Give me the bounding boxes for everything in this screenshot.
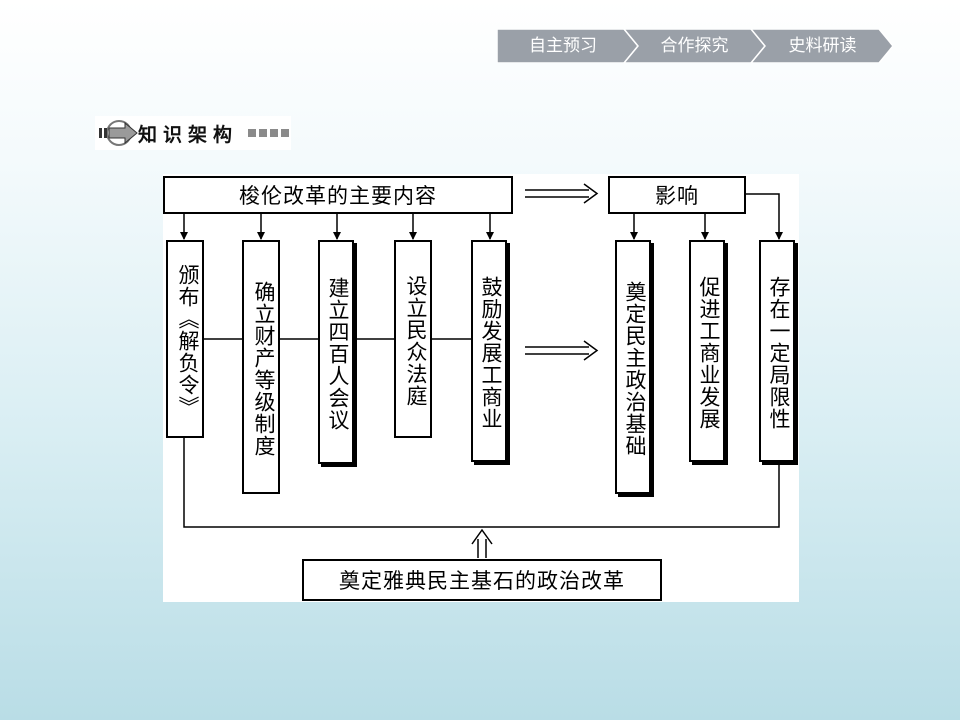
arrow-icon [99, 120, 138, 146]
content-item-council: 建立四百人会议 [318, 240, 354, 464]
conclusion-box: 奠定雅典民主基石的政治改革 [302, 559, 662, 601]
section-title: 知识架构 [138, 124, 239, 146]
diagram-connectors [180, 183, 783, 558]
tab-preview[interactable]: 自主预习 [529, 36, 597, 56]
impact-header-box: 影响 [608, 176, 746, 214]
banner-dots [248, 129, 289, 137]
content-item-court: 设立民众法庭 [394, 240, 432, 438]
section-banner: 知识架构 [95, 116, 291, 150]
impact-item-limitation: 存在一定局限性 [759, 240, 795, 462]
tab-source-reading[interactable]: 史料研读 [788, 36, 857, 56]
diagram-panel: 梭伦改革的主要内容 影响 颁布《解负令》 确立财产等级制度 建立四百人会议 设立… [163, 174, 799, 602]
nav-tabs-shape [497, 29, 893, 63]
impact-item-democracy: 奠定民主政治基础 [615, 240, 651, 494]
impact-item-commerce: 促进工商业发展 [689, 240, 725, 462]
tab-explore[interactable]: 合作探究 [660, 36, 729, 56]
top-nav: 自主预习 合作探究 史料研读 [497, 29, 893, 63]
content-header-box: 梭伦改革的主要内容 [163, 176, 513, 214]
content-item-commerce: 鼓励发展工商业 [471, 240, 507, 462]
content-item-decree: 颁布《解负令》 [166, 240, 204, 438]
content-item-property-class: 确立财产等级制度 [242, 240, 280, 494]
